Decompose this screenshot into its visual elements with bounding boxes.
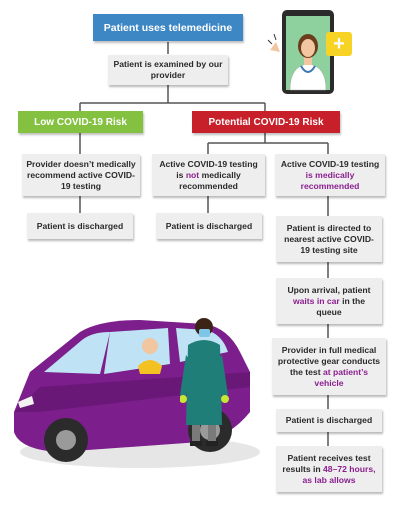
exam-text: Patient is examined by our provider bbox=[113, 59, 223, 80]
low-risk-label: Low COVID-19 Risk bbox=[34, 116, 127, 128]
protective-gear-worker-illustration bbox=[180, 318, 229, 446]
low-discharged-box: Patient is discharged bbox=[27, 213, 133, 239]
step-test-text: Provider in full medical protective gear… bbox=[277, 344, 381, 388]
step-directed-text: Patient is directed to nearest active CO… bbox=[284, 222, 374, 255]
recommended-box: Active COVID-19 testing is medically rec… bbox=[275, 154, 385, 196]
doctor-video-call-icon: + bbox=[266, 4, 366, 96]
step-test-box: Provider in full medical protective gear… bbox=[272, 338, 386, 395]
exam-box: Patient is examined by our provider bbox=[108, 55, 228, 85]
not-recommended-box: Active COVID-19 testing is not medically… bbox=[152, 154, 265, 196]
low-risk-header: Low COVID-19 Risk bbox=[18, 111, 143, 133]
low-provider-text: Provider doesn’t medically recommend act… bbox=[26, 158, 136, 191]
low-provider-box: Provider doesn’t medically recommend act… bbox=[22, 154, 140, 196]
step-arrival-box: Upon arrival, patient waits in car in th… bbox=[276, 278, 382, 324]
low-discharged-text: Patient is discharged bbox=[36, 220, 124, 231]
not-recommended-discharged-box: Patient is discharged bbox=[156, 213, 262, 239]
top-header: Patient uses telemedicine bbox=[93, 14, 243, 41]
plus-icon: + bbox=[326, 32, 352, 56]
step-results-box: Patient receives test results in 48–72 h… bbox=[276, 446, 382, 492]
step-results-text: Patient receives test results in 48–72 h… bbox=[282, 452, 376, 485]
not-recommended-discharged-text: Patient is discharged bbox=[165, 220, 253, 231]
potential-risk-header: Potential COVID-19 Risk bbox=[192, 111, 340, 133]
not-recommended-text: Active COVID-19 testing is not medically… bbox=[159, 158, 258, 191]
top-header-label: Patient uses telemedicine bbox=[103, 21, 233, 34]
recommended-text: Active COVID-19 testing is medically rec… bbox=[280, 158, 380, 191]
step-arrival-text: Upon arrival, patient waits in car in th… bbox=[287, 284, 371, 317]
step-directed-box: Patient is directed to nearest active CO… bbox=[276, 216, 382, 262]
step-discharged-box: Patient is discharged bbox=[276, 409, 382, 432]
step-discharged-text: Patient is discharged bbox=[285, 415, 373, 425]
potential-risk-label: Potential COVID-19 Risk bbox=[208, 116, 324, 128]
